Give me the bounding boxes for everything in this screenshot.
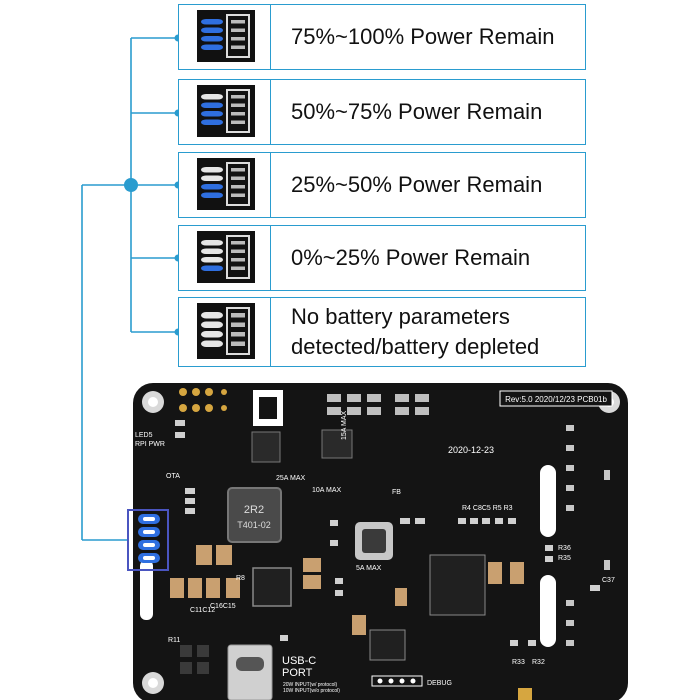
legend-row-text: 0%~25% Power Remain: [291, 245, 531, 270]
battery-led-icon: [179, 226, 271, 290]
led-on: [201, 184, 223, 190]
legend-row: No battery parameters detected/battery d…: [178, 297, 586, 367]
usb-c-port: [227, 644, 273, 700]
svg-text:25A MAX: 25A MAX: [276, 475, 306, 482]
led-off: [201, 248, 223, 254]
svg-text:OTA: OTA: [166, 473, 180, 480]
svg-text:R36: R36: [558, 545, 571, 552]
legend-row-text: 75%~100% Power Remain: [291, 24, 555, 49]
legend-row-text: 50%~75% Power Remain: [291, 99, 543, 124]
board-date: 2020-12-23: [448, 445, 494, 455]
led-on: [201, 265, 223, 271]
svg-text:C11C12: C11C12: [190, 607, 215, 614]
svg-text:R8: R8: [236, 575, 245, 582]
battery-led-icon: [179, 298, 271, 366]
svg-text:PORT: PORT: [282, 667, 313, 679]
led-off: [201, 94, 223, 100]
led-on: [201, 111, 223, 117]
led-off: [201, 340, 223, 347]
inductor-label-1: 2R2: [244, 504, 264, 516]
led-on: [201, 192, 223, 198]
led-on: [201, 19, 223, 25]
svg-text:R4 C8C5 R5 R3: R4 C8C5 R5 R3: [462, 505, 513, 512]
svg-text:10A MAX: 10A MAX: [312, 487, 342, 494]
led-on: [201, 102, 223, 108]
led-on: [201, 27, 223, 33]
led-off: [201, 175, 223, 181]
svg-text:C16C15: C16C15: [210, 603, 236, 610]
battery-led-icon: [179, 80, 271, 144]
svg-text:R32: R32: [532, 659, 545, 666]
svg-text:R35: R35: [558, 555, 571, 562]
led-off: [201, 257, 223, 263]
led-off: [201, 167, 223, 173]
legend-row: 75%~100% Power Remain: [178, 4, 586, 70]
led-off: [201, 331, 223, 338]
debug-label: DEBUG: [427, 680, 452, 687]
rev-label: Rev:5.0 2020/12/23 PCB01b: [505, 395, 607, 404]
board-led-highlight: [127, 509, 169, 571]
legend-row: 25%~50% Power Remain: [178, 152, 586, 218]
svg-text:5A MAX: 5A MAX: [356, 565, 382, 572]
led-off: [201, 321, 223, 328]
led-off: [201, 312, 223, 319]
battery-led-icon: [179, 5, 271, 69]
usb-port-label: USB-C: [282, 655, 316, 667]
led-off: [201, 240, 223, 246]
legend-row-text: 25%~50% Power Remain: [291, 172, 543, 197]
legend-row: 50%~75% Power Remain: [178, 79, 586, 145]
svg-text:R11: R11: [168, 637, 180, 644]
svg-text:15A MAX: 15A MAX: [341, 410, 348, 440]
svg-text:FB: FB: [392, 489, 401, 496]
svg-text:C37: C37: [602, 577, 615, 584]
battery-led-icon: [179, 153, 271, 217]
usb-sub-2: 10W INPUT(w/o protocol): [283, 688, 340, 694]
usb-sub-1: 20W INPUT(w/ protocol): [283, 682, 338, 688]
led-on: [201, 44, 223, 50]
led-on: [201, 36, 223, 42]
svg-text:R33: R33: [512, 659, 525, 666]
legend-row: 0%~25% Power Remain: [178, 225, 586, 291]
legend-row-text: No battery parameters detected/battery d…: [291, 304, 540, 359]
led-on: [201, 119, 223, 125]
inductor-label-2: T401-02: [237, 520, 271, 530]
